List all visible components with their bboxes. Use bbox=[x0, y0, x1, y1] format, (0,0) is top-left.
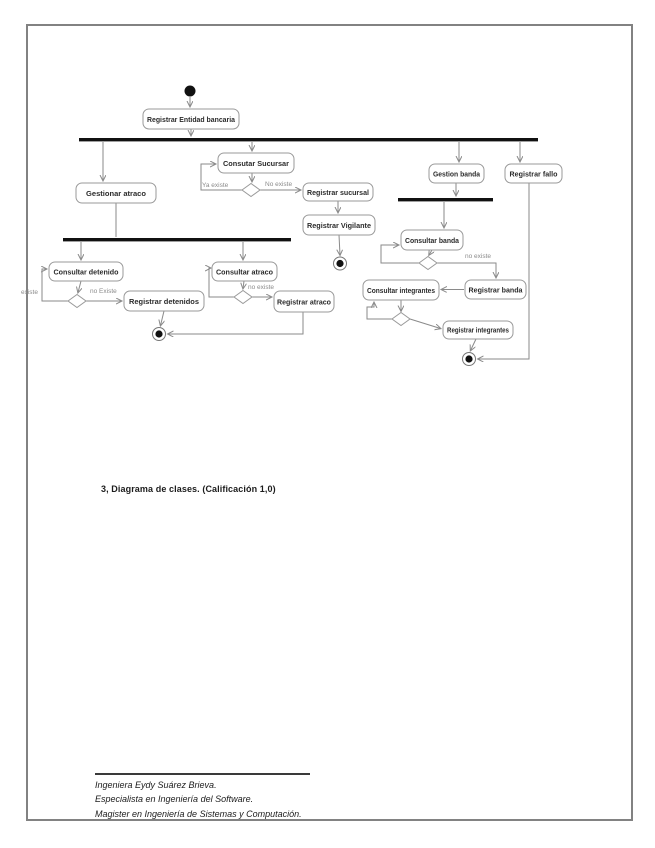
activity-box bbox=[211, 261, 278, 282]
edge-ya-existe-loop bbox=[200, 164, 242, 191]
activity-gestionar-atraco: Gestionar atraco bbox=[75, 182, 157, 204]
activity-box bbox=[48, 261, 124, 282]
fork-bar-banda bbox=[398, 198, 493, 202]
activity-consultar-integrantes: Consultar integrantes bbox=[362, 279, 440, 301]
guard-no-existe-banda: no existe bbox=[465, 253, 491, 260]
edge-registrar-fallo-to-final3 bbox=[478, 183, 530, 359]
activity-label: Consultar atraco bbox=[216, 270, 273, 277]
final-node-vigilante bbox=[333, 256, 347, 271]
activity-registrar-integrantes: Registrar integrantes bbox=[442, 320, 514, 340]
final-node-dot bbox=[465, 355, 473, 363]
activity-consutar-sucursar: Consutar Sucursar bbox=[217, 152, 295, 174]
guard-ya-existe: Ya existe bbox=[202, 182, 229, 189]
guard-no-existe-sucursal: No existe bbox=[265, 181, 292, 188]
edge-registrar-integrantes-to-final3 bbox=[471, 338, 477, 351]
section-heading: 3, Diagrama de clases. (Calificación 1,0… bbox=[101, 484, 276, 494]
activity-box bbox=[428, 163, 485, 184]
activity-label: Registrar Entidad bancaria bbox=[147, 117, 235, 124]
activity-label: Consutar Sucursar bbox=[223, 161, 289, 168]
activity-label: Consultar banda bbox=[405, 238, 459, 245]
activity-consultar-banda: Consultar banda bbox=[400, 229, 464, 251]
activity-label: Gestionar atraco bbox=[86, 191, 146, 198]
activity-registrar-detenidos: Registrar detenidos bbox=[123, 290, 205, 312]
edge-consultar-detenido-to-decision bbox=[78, 280, 81, 293]
activity-label: Registrar banda bbox=[469, 288, 523, 295]
activity-label: Registrar fallo bbox=[510, 172, 558, 179]
initial-node bbox=[184, 85, 196, 97]
edge-existe-loop-banda bbox=[380, 245, 419, 264]
activity-box bbox=[273, 290, 335, 313]
footnote-line-3: Magister en Ingeniería de Sistemas y Com… bbox=[95, 808, 302, 819]
activity-gestion-banda: Gestion banda bbox=[428, 163, 485, 184]
activity-box bbox=[75, 182, 157, 204]
decision-atraco bbox=[233, 289, 253, 305]
activity-label: Consultar integrantes bbox=[367, 288, 435, 295]
footnote: Ingeniera Eydy Suárez Brieva. Especialis… bbox=[95, 773, 425, 821]
activity-label: Gestion banda bbox=[433, 172, 480, 179]
edge-existe-loop-detenido bbox=[42, 269, 68, 302]
edge-registrar-detenidos-to-final2 bbox=[161, 310, 165, 326]
activity-registrar-sucursal: Registrar sucursal bbox=[302, 182, 374, 202]
activity-label: Consultar detenido bbox=[54, 270, 119, 277]
activity-box bbox=[302, 182, 374, 202]
footnote-separator bbox=[95, 773, 310, 775]
activity-box bbox=[504, 163, 563, 184]
activity-box bbox=[464, 279, 527, 300]
edge-no-existe-to-registrar-banda bbox=[437, 262, 496, 278]
decision-integrantes bbox=[391, 311, 411, 327]
footnote-line-1: Ingeniera Eydy Suárez Brieva. bbox=[95, 780, 217, 790]
guard-no-existe-atraco: no existe bbox=[248, 284, 274, 291]
activity-box bbox=[123, 290, 205, 312]
edge-consultar-banda-to-decision bbox=[429, 250, 432, 255]
activity-box bbox=[400, 229, 464, 251]
activity-label: Registrar detenidos bbox=[129, 299, 199, 306]
activity-consultar-atraco: Consultar atraco bbox=[211, 261, 278, 282]
activity-registrar-vigilante: Registrar Vigilante bbox=[302, 214, 376, 236]
edge-existe-loop-atraco bbox=[209, 268, 234, 298]
decision-sucursal bbox=[241, 182, 261, 198]
final-node-banda bbox=[462, 352, 476, 366]
activity-label: Registrar integrantes bbox=[447, 328, 509, 335]
final-node-dot bbox=[155, 330, 163, 338]
activity-box bbox=[442, 320, 514, 340]
activity-registrar-fallo: Registrar fallo bbox=[504, 163, 563, 184]
edge-vigilante-to-final1 bbox=[339, 234, 340, 255]
activity-box bbox=[142, 108, 240, 130]
activity-box bbox=[362, 279, 440, 301]
activity-consultar-detenido: Consultar detenido bbox=[48, 261, 124, 282]
fork-bar-main bbox=[79, 138, 538, 142]
activity-box bbox=[302, 214, 376, 236]
final-node-atraco bbox=[152, 327, 166, 341]
activity-label: Registrar sucursal bbox=[307, 190, 369, 197]
activity-registrar-banda: Registrar banda bbox=[464, 279, 527, 300]
edge-loop-integrantes bbox=[366, 303, 392, 320]
edge-registrar-atraco-to-final2 bbox=[168, 312, 304, 334]
decision-detenido bbox=[67, 293, 87, 309]
guard-existe-detenido: existe bbox=[21, 289, 38, 296]
footnote-line-2: Especialista en Ingeniería del Software. bbox=[95, 794, 254, 805]
activity-label: Registrar atraco bbox=[277, 300, 331, 307]
activity-registrar-atraco: Registrar atraco bbox=[273, 290, 335, 313]
edge-decision-to-registrar-integrantes bbox=[409, 318, 441, 329]
activity-registrar-entidad-bancaria: Registrar Entidad bancaria bbox=[142, 108, 240, 130]
edge-consultar-atraco-to-decision bbox=[243, 280, 244, 289]
guard-no-existe-detenido: no Existe bbox=[90, 288, 117, 295]
activity-label: Registrar Vigilante bbox=[307, 223, 371, 230]
document-page: Registrar Entidad bancaria Gestionar atr… bbox=[21, 24, 633, 821]
diagram-edges bbox=[42, 97, 530, 359]
activity-box bbox=[217, 152, 295, 174]
decision-banda bbox=[418, 255, 438, 271]
final-node-dot bbox=[336, 259, 344, 268]
fork-bar-atraco bbox=[63, 238, 291, 242]
